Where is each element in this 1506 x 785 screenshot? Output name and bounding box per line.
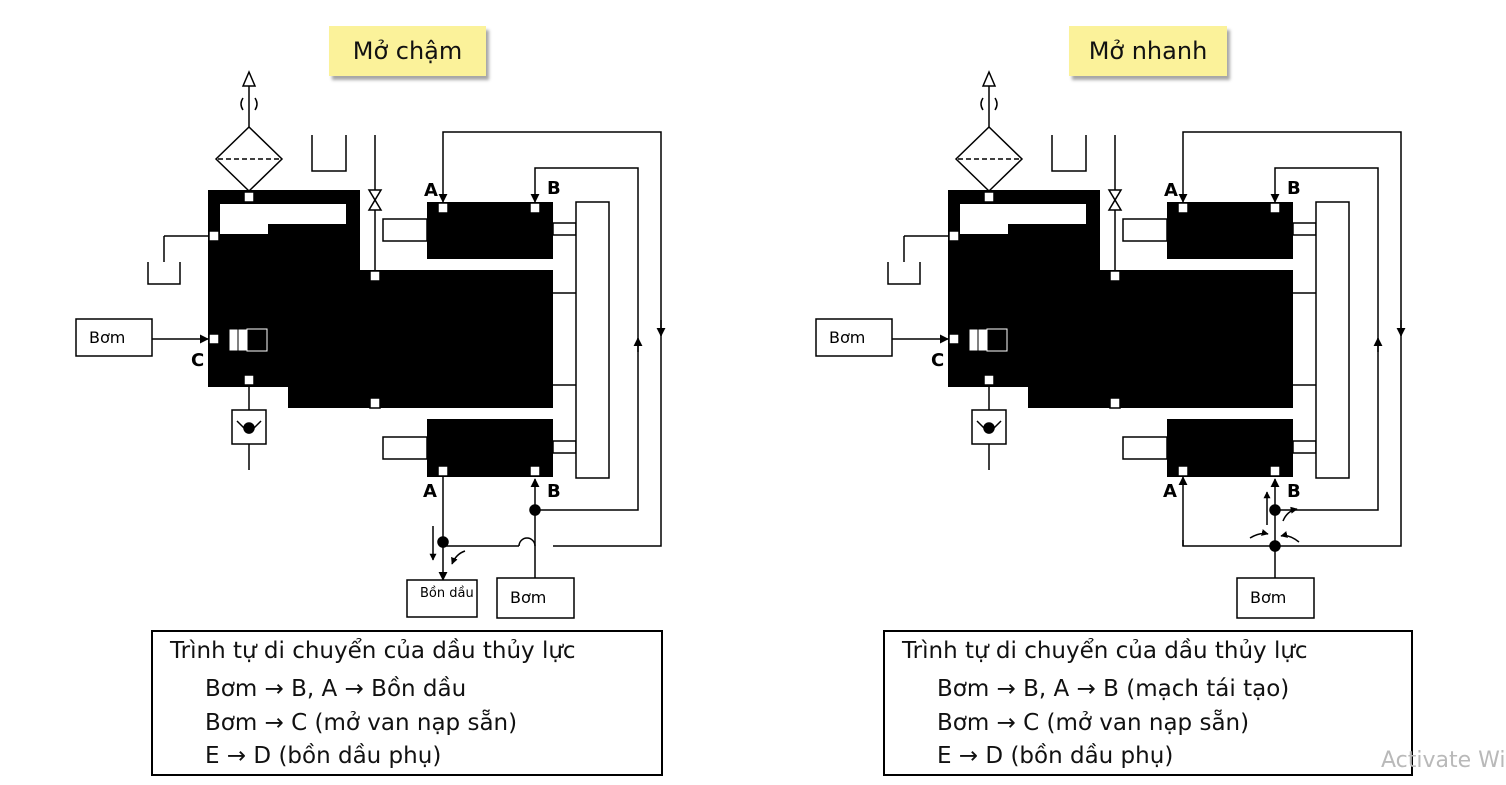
pump-bottom-label: Bơm — [510, 588, 546, 607]
sequence-line-1: Bơm → B, A → Bồn dầu — [205, 676, 467, 702]
label-c: C — [931, 350, 944, 371]
sequence-line-1: Bơm → B, A → B (mạch tái tạo) — [937, 676, 1290, 702]
tank-symbol-top — [1051, 135, 1087, 172]
label-b-bottom: B — [547, 481, 561, 502]
check-valve — [971, 385, 1007, 470]
tank-symbol-left — [887, 262, 921, 285]
pump-left-label: Bơm — [89, 328, 125, 347]
sequence-line-2: Bơm → C (mở van nạp sẵn) — [205, 710, 518, 736]
pump-bottom-label: Bơm — [1250, 588, 1286, 607]
diagram-fast-open — [815, 70, 1406, 619]
activation-watermark: Activate Wi — [1381, 748, 1506, 773]
tank-symbol-top — [311, 135, 347, 172]
sequence-line-3: E → D (bồn dầu phụ) — [937, 743, 1174, 769]
main-cylinder-body — [208, 190, 553, 408]
breather-filter — [214, 70, 284, 193]
pump-left-label: Bơm — [829, 328, 865, 347]
check-valve — [231, 385, 267, 470]
pump-box-left — [815, 318, 893, 357]
lower-cylinder — [1122, 419, 1317, 477]
label-b-top: B — [547, 178, 561, 199]
main-cylinder-body — [948, 190, 1293, 408]
label-a-top: A — [1164, 180, 1178, 201]
pump-box-bottom — [496, 577, 575, 619]
label-b-bottom: B — [1287, 481, 1301, 502]
moving-platen — [575, 201, 610, 479]
label-b-top: B — [1287, 178, 1301, 199]
title-slow-open: Mở chậm — [329, 26, 486, 76]
label-a-bottom: A — [423, 481, 437, 502]
sequence-title: Trình tự di chuyển của dầu thủy lực — [902, 638, 1308, 664]
breather-filter — [954, 70, 1024, 193]
sequence-line-3: E → D (bồn dầu phụ) — [205, 743, 442, 769]
label-c: C — [191, 350, 204, 371]
upper-cylinder — [1122, 202, 1317, 259]
pump-box-bottom — [1236, 577, 1315, 619]
sequence-box-fast: Trình tự di chuyển của dầu thủy lực Bơm … — [883, 630, 1413, 776]
upper-cylinder — [382, 202, 577, 259]
label-a-bottom: A — [1163, 481, 1177, 502]
sequence-box-slow: Trình tự di chuyển của dầu thủy lực Bơm … — [151, 630, 663, 776]
lower-cylinder — [382, 419, 577, 477]
label-a-top: A — [424, 180, 438, 201]
diagram-slow-open — [75, 70, 666, 619]
tank-box — [406, 579, 478, 618]
title-fast-open: Mở nhanh — [1069, 26, 1227, 76]
sequence-title: Trình tự di chuyển của dầu thủy lực — [170, 638, 576, 664]
tank-label: Bồn dầu — [420, 586, 474, 601]
tank-symbol-left — [147, 262, 181, 285]
sequence-line-2: Bơm → C (mở van nạp sẵn) — [937, 710, 1250, 736]
pump-box-left — [75, 318, 153, 357]
moving-platen — [1315, 201, 1350, 479]
